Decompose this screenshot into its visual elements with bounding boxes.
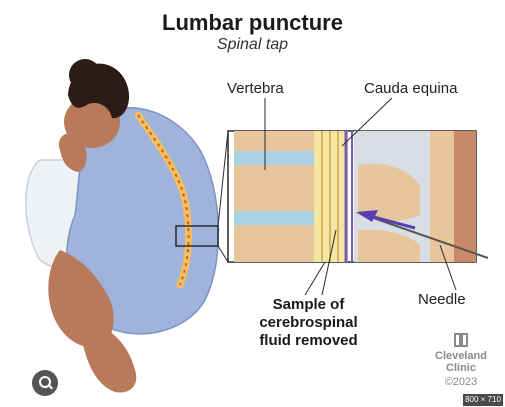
cleveland-clinic-mark-icon [454, 333, 468, 347]
label-cauda-equina: Cauda equina [364, 80, 457, 97]
diagram-subtitle: Spinal tap [0, 36, 505, 54]
image-dimensions-badge: 800 × 710 [463, 394, 503, 406]
label-sample-csf: Sample of cerebrospinal fluid removed [246, 296, 371, 350]
diagram-title: Lumbar puncture [0, 10, 505, 36]
copyright: ©2023 [431, 376, 491, 388]
label-vertebra: Vertebra [227, 80, 284, 97]
visual-search-icon[interactable] [32, 370, 58, 396]
cleveland-clinic-logo: Cleveland Clinic ©2023 [431, 333, 491, 388]
patient-lower-leg [80, 325, 136, 393]
label-needle: Needle [418, 291, 466, 308]
spine-cross-section-inset [228, 131, 488, 262]
hair-bun [69, 59, 101, 91]
